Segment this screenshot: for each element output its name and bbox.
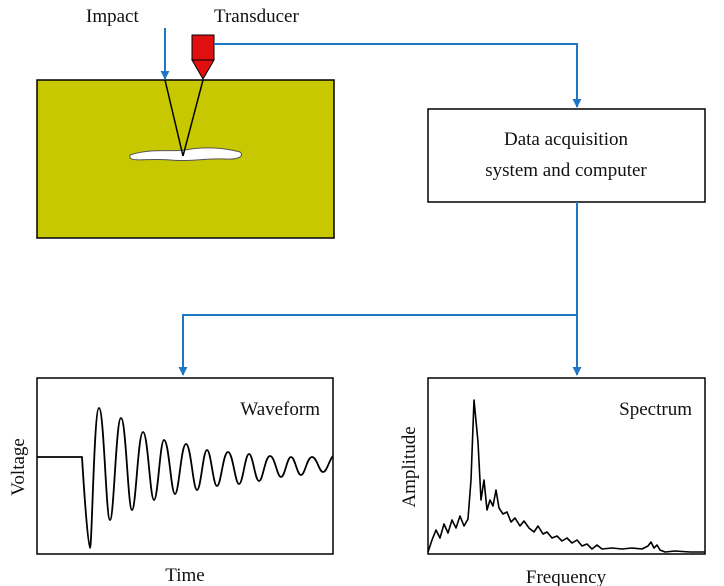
waveform-xlabel: Time [165, 565, 204, 586]
data-acquisition-box [427, 108, 706, 203]
daq-label-line2: system and computer [485, 160, 647, 181]
spectrum-title: Spectrum [619, 399, 692, 420]
signal-line [214, 43, 582, 108]
spectrum-panel [427, 377, 706, 555]
spectrum-xlabel: Frequency [526, 567, 607, 586]
transducer-label: Transducer [214, 6, 299, 27]
waveform-ylabel: Voltage [8, 438, 29, 496]
transducer-icon [191, 34, 215, 80]
reflected-wave-path [182, 79, 204, 157]
spectrum-ylabel: Amplitude [399, 426, 420, 507]
daq-label-line1: Data acquisition [504, 129, 628, 150]
spectrum-signal [427, 399, 705, 553]
waveform-signal [37, 407, 334, 549]
waveform-arrow [178, 314, 577, 376]
incident-wave-path [164, 79, 184, 157]
impact-label: Impact [86, 6, 139, 27]
waveform-title: Waveform [240, 399, 320, 420]
